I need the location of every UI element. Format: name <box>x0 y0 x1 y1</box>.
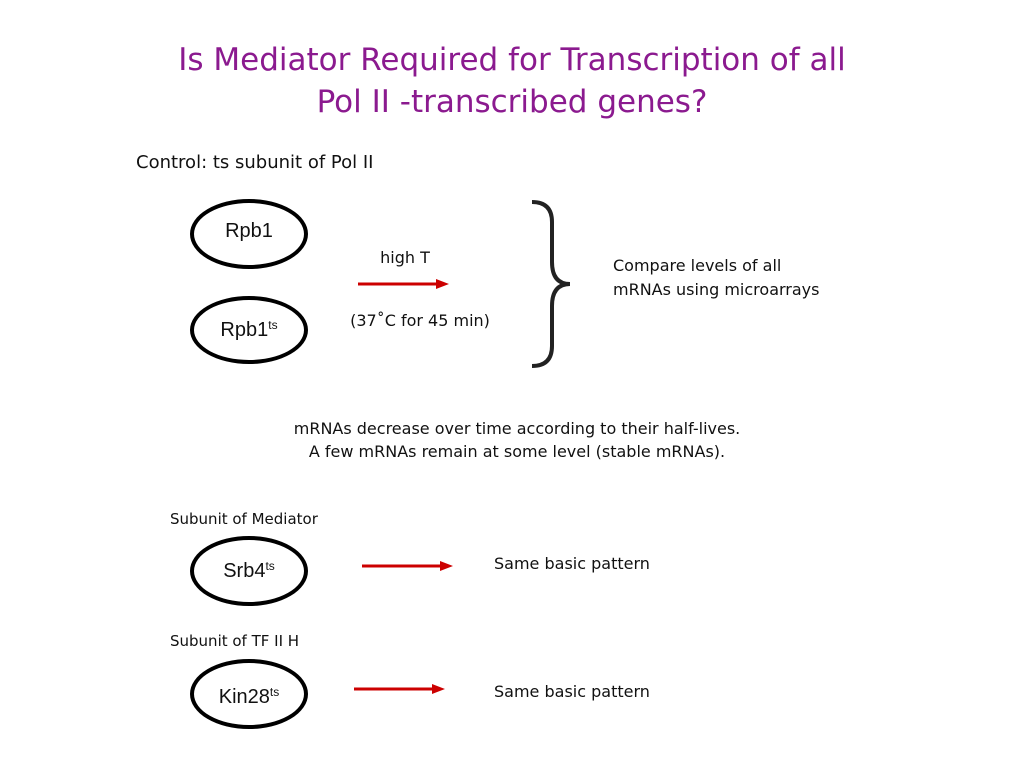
kin28-label: Kin28ts <box>190 685 308 709</box>
decrease-text-line-2: A few mRNAs remain at some level (stable… <box>308 442 726 461</box>
mediator-caption: Subunit of Mediator <box>170 510 318 528</box>
rpb1ts-superscript: ts <box>268 318 278 332</box>
control-label: Control: ts subunit of Pol II <box>136 152 374 173</box>
tfiih-caption: Subunit of TF II H <box>170 632 300 650</box>
srb4-superscript: ts <box>265 559 275 573</box>
kin28-arrow-icon <box>354 684 445 694</box>
rpb1-oval <box>190 199 308 269</box>
high-t-arrow-icon <box>358 279 449 289</box>
rpb1-label: Rpb1 <box>225 220 273 242</box>
srb4-label-text: Srb4 <box>223 560 266 582</box>
compare-text-line-1: Compare levels of all <box>613 256 782 275</box>
kin28-label-text: Kin28 <box>218 686 270 708</box>
slide-title-line-2: Pol II -transcribed genes? <box>316 84 708 120</box>
kin28-superscript: ts <box>269 685 280 699</box>
rpb1ts-label-text: Rpb1 <box>220 319 269 341</box>
arrow-label-condition: (37˚C for 45 min) <box>350 311 490 330</box>
kin28-result: Same basic pattern <box>494 682 650 701</box>
kin28-oval <box>190 659 308 729</box>
decrease-text-line-1: mRNAs decrease over time according to th… <box>293 419 741 438</box>
srb4-label: Srb4ts <box>190 559 308 583</box>
slide-title-line-1: Is Mediator Required for Transcription o… <box>178 42 846 78</box>
rpb1ts-oval <box>190 296 308 364</box>
arrow-label-high-t: high T <box>380 248 430 267</box>
srb4-arrow-icon <box>362 561 453 571</box>
compare-text-line-2: mRNAs using microarrays <box>613 280 820 299</box>
srb4-oval <box>190 536 308 606</box>
rpb1ts-label: Rpb1ts <box>190 318 308 342</box>
right-brace-icon <box>531 200 571 368</box>
srb4-result: Same basic pattern <box>494 554 650 573</box>
